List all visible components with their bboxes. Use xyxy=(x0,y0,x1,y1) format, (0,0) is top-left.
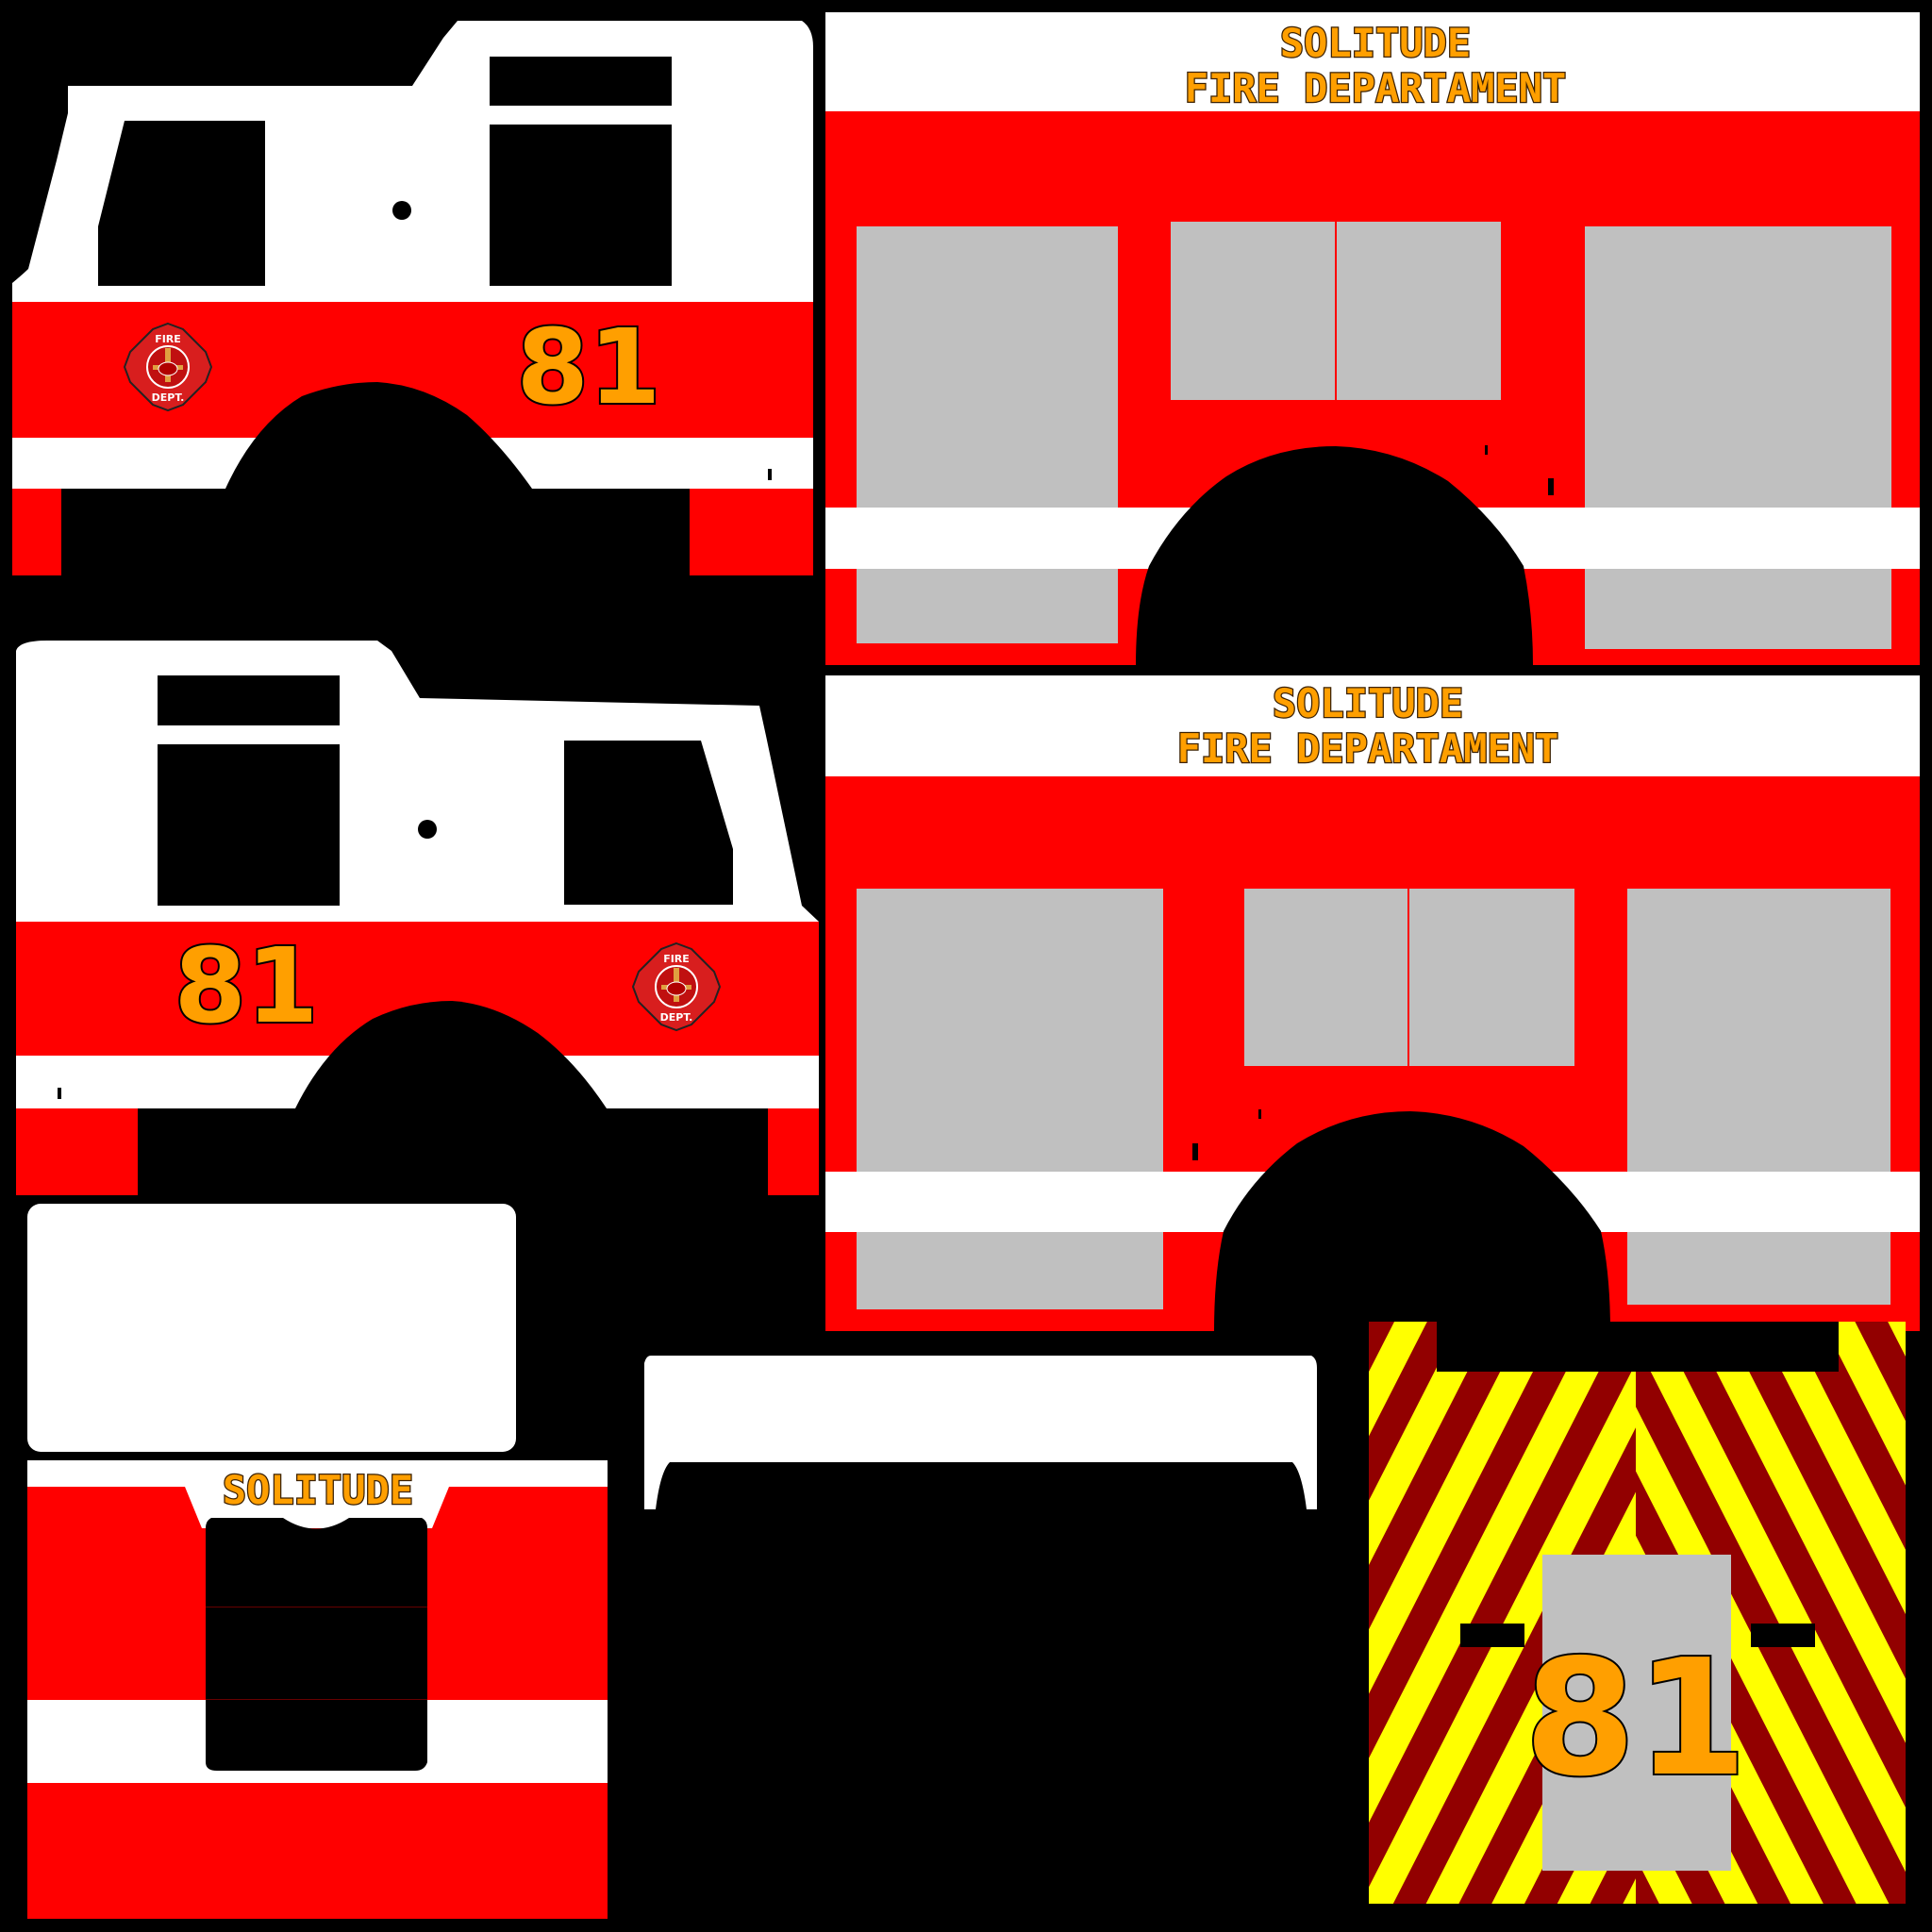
grille xyxy=(206,1518,427,1771)
body-side-panel-2: SOLITUDE FIRE DEPARTAMENT xyxy=(825,675,1920,1331)
rear-door xyxy=(1542,1555,1731,1871)
compartment-door xyxy=(857,889,1163,1309)
maltese-cross-logo-icon: FIRE DEPT. xyxy=(124,323,212,411)
maltese-cross-logo-icon: FIRE DEPT. xyxy=(632,942,721,1031)
roof-panel xyxy=(27,1204,516,1452)
door-window xyxy=(490,125,672,286)
upper-window xyxy=(490,57,672,106)
rear-unit-number: 81 xyxy=(1524,1625,1748,1812)
compartment-door xyxy=(1627,889,1890,1305)
svg-text:DEPT.: DEPT. xyxy=(660,1011,693,1024)
front-panel: SOLITUDE xyxy=(27,1460,608,1919)
wheel-arch xyxy=(1136,446,1533,665)
tail-light-right xyxy=(1751,1624,1815,1647)
rear-chevron-panel: 81 xyxy=(1369,1322,1906,1904)
cab-side-left-panel: FIRE DEPT. 81 xyxy=(12,21,813,575)
door-handle xyxy=(392,201,411,220)
svg-text:FIRE: FIRE xyxy=(663,953,690,965)
compartment-door xyxy=(1585,226,1891,649)
side-title-line2: FIRE DEPARTAMENT xyxy=(1185,65,1567,111)
side-title-line1: SOLITUDE xyxy=(1280,20,1471,66)
tail-light-left xyxy=(1460,1624,1524,1647)
door-handle xyxy=(418,820,437,839)
body-side-panel-1: SOLITUDE FIRE DEPARTAMENT xyxy=(825,12,1920,665)
svg-text:FIRE: FIRE xyxy=(155,333,181,345)
front-title: SOLITUDE xyxy=(223,1467,413,1513)
wheel-arch xyxy=(225,382,532,489)
unit-number: 81 xyxy=(174,925,318,1046)
upper-window xyxy=(158,675,340,725)
cab-side-right-panel: 81 FIRE DEPT. xyxy=(16,641,819,1195)
unit-number: 81 xyxy=(516,307,660,427)
compartment-door xyxy=(857,226,1118,643)
windshield-window xyxy=(98,121,265,286)
bumper-panel xyxy=(644,1356,1317,1509)
side-title-line2: FIRE DEPARTAMENT xyxy=(1177,725,1559,772)
wheel-arch xyxy=(1214,1111,1610,1331)
svg-text:DEPT.: DEPT. xyxy=(152,391,185,404)
side-title-line1: SOLITUDE xyxy=(1273,680,1463,726)
windshield-window xyxy=(564,741,733,905)
wheel-arch xyxy=(295,1001,607,1108)
door-window xyxy=(158,744,340,906)
